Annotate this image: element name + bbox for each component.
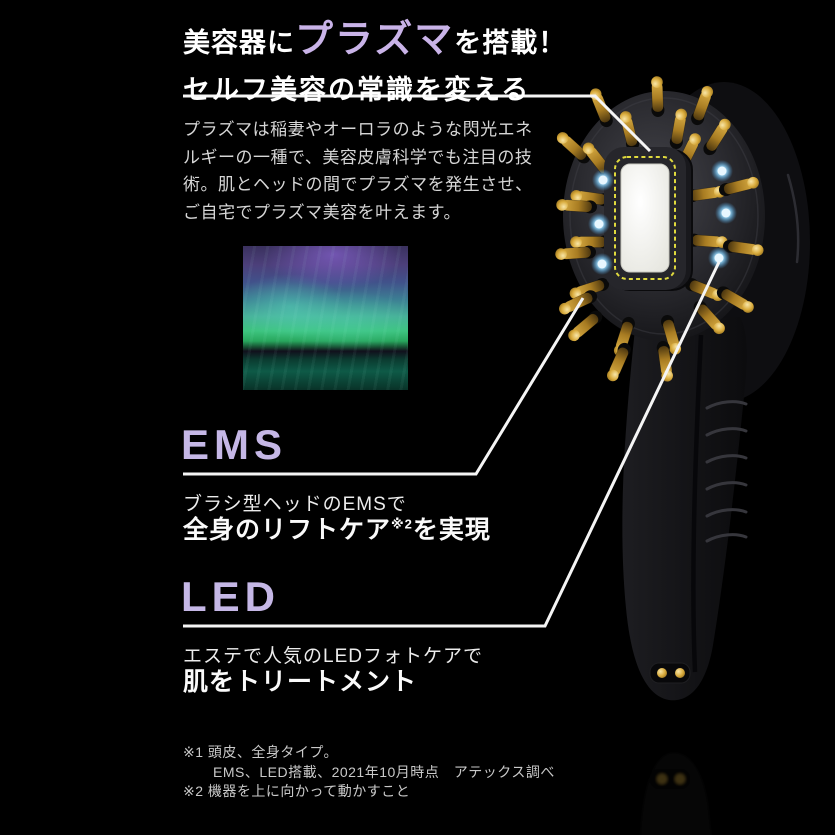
charging-contact-pin: [675, 668, 685, 678]
footnote-1: ※1 頭皮、全身タイプ。: [183, 744, 338, 760]
grip-rib: [705, 508, 748, 518]
hero-title-prefix: 美容器に: [183, 28, 295, 58]
ems-description-line1: ブラシ型ヘッドのEMSで: [183, 494, 407, 515]
head-rim: [569, 97, 759, 335]
bristle: [703, 118, 731, 156]
brush-head: [555, 76, 765, 382]
grip-rib: [705, 454, 748, 464]
grip-rib: [705, 427, 748, 437]
ems-line2-text-end: を実現: [412, 516, 491, 544]
led-light: [597, 259, 607, 269]
device-reflection: [640, 752, 712, 835]
charging-contact-pin: [657, 668, 667, 678]
intro-line: ルギーの一種で、美容皮膚科学でも注目の技: [183, 147, 533, 167]
led-light: [598, 175, 608, 185]
hero-title-line2: セルフ美容の常識を変える: [183, 75, 531, 106]
led-line2-text: 肌をトリートメント: [183, 668, 418, 696]
bristle: [722, 239, 764, 256]
led-panel: [620, 163, 670, 273]
hero-title-line1: 美容器にプラズマを搭載！: [183, 14, 566, 67]
callout-line-led: [183, 261, 721, 628]
ems-footnote-marker: ※2: [391, 516, 413, 532]
footnote-1-continued: EMS、LED搭載、2021年10月時点 アテックス調べ: [213, 763, 555, 780]
bristle: [718, 176, 759, 197]
intro-paragraph: プラズマは稲妻やオーロラのような閃光エネ ルギーの一種で、美容皮膚科学でも注目の…: [183, 116, 533, 226]
body-edge-highlight: [786, 173, 800, 264]
led-description-line1: エステで人気のLEDフォトケアで: [183, 646, 483, 667]
bristle: [589, 88, 613, 128]
ems-section-heading: EMS: [181, 421, 288, 468]
callout-line-ems: [183, 297, 585, 476]
bristle: [570, 235, 611, 249]
bristle: [691, 86, 714, 126]
plasma-panel-housing: [604, 147, 693, 291]
grip-rib: [705, 400, 748, 410]
bristle: [669, 108, 688, 150]
led-light: [721, 208, 731, 218]
hero-title-suffix: を搭載！: [454, 28, 567, 58]
device-handle: [622, 317, 748, 701]
led-light: [594, 219, 604, 229]
plasma-dashed-outline: [614, 156, 676, 280]
ems-description-line2: 全身のリフトケア※2を実現: [183, 510, 491, 546]
bristle: [651, 76, 665, 118]
callout-lines: [183, 94, 721, 628]
led-section-heading: LED: [181, 573, 280, 620]
callout-line-plasma: [183, 94, 652, 153]
hero-block: 美容器にプラズマを搭載！ セルフ美容の常識を変える: [183, 14, 566, 107]
intro-line: プラズマは稲妻やオーロラのような閃光エネ: [183, 120, 533, 139]
bristle: [556, 199, 598, 214]
grip-rib: [705, 481, 748, 491]
led-light: [717, 166, 727, 176]
bristle: [559, 290, 598, 315]
led-light: [714, 253, 724, 263]
ems-line2-text: 全身のリフトケア: [183, 516, 392, 544]
hero-title-highlight: プラズマ: [295, 19, 455, 61]
intro-line: ご自宅でプラズマ美容を叶えます。: [183, 202, 461, 222]
intro-line: 術。肌とヘッドの間でプラズマを発生させ、: [183, 175, 533, 194]
handle-crease: [691, 334, 704, 673]
footnotes-block: ※1 頭皮、全身タイプ。 EMS、LED搭載、2021年10月時点 アテックス調…: [183, 743, 555, 802]
handle-grip: [622, 317, 747, 701]
aurora-photo: [243, 246, 408, 390]
bristle: [568, 310, 603, 342]
bristle: [555, 245, 597, 260]
grip-ribs: [705, 400, 748, 543]
blue-led-lights: [588, 160, 737, 275]
grip-rib: [705, 533, 748, 543]
bristle: [716, 286, 754, 313]
led-description-line2: 肌をトリートメント: [183, 662, 417, 698]
bristle: [606, 342, 631, 382]
footnote-2: ※2 機器を上に向かって動かすこと: [183, 783, 411, 799]
